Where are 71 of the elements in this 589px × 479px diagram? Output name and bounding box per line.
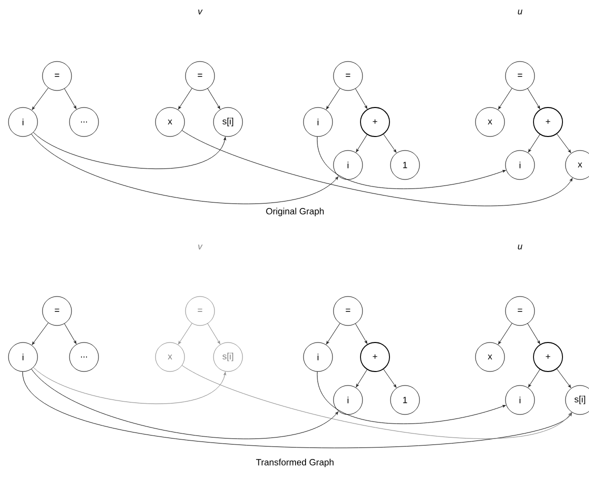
arrow: [355, 88, 368, 109]
tree-node: 1: [390, 385, 420, 415]
tree-node: ...: [69, 107, 99, 137]
tree-node: +: [360, 107, 390, 137]
tree-node: =: [185, 296, 215, 326]
arrow: [31, 368, 338, 440]
tree-node: i: [333, 385, 363, 415]
arrow: [527, 323, 540, 344]
arrow: [33, 132, 226, 170]
tree-node: i: [8, 107, 38, 137]
tree-node: =: [42, 296, 72, 326]
graph-caption: Transformed Graph: [254, 458, 336, 468]
tree-node: s[i]: [213, 107, 243, 137]
tree-node: ...: [69, 342, 99, 372]
arrow: [317, 371, 506, 424]
arrow: [383, 369, 396, 388]
tree-node: i: [303, 107, 333, 137]
arrow: [182, 365, 572, 439]
arrow: [498, 88, 512, 110]
arrow: [31, 134, 338, 204]
arrow: [207, 88, 220, 110]
arrow: [556, 134, 572, 153]
tree-node: s[i]: [213, 342, 243, 372]
arrow: [32, 88, 48, 110]
variable-label: u: [516, 8, 524, 16]
arrow: [356, 369, 368, 388]
tree-node: x: [565, 150, 589, 180]
arrow: [326, 323, 340, 344]
tree-node: =: [185, 61, 215, 91]
graph-caption: Original Graph: [264, 206, 326, 218]
arrow: [556, 368, 572, 388]
arrow: [527, 88, 540, 109]
arrow: [178, 323, 192, 344]
tree-node: s[i]: [565, 385, 589, 415]
tree-node: i: [505, 385, 535, 415]
tree-node: i: [303, 342, 333, 372]
tree-node: 1: [390, 150, 420, 180]
tree-node: =: [333, 296, 363, 326]
arrow: [33, 367, 226, 404]
tree-node: +: [533, 342, 563, 372]
tree-node: i: [505, 150, 535, 180]
arrow: [383, 134, 396, 153]
variable-label: v: [196, 8, 204, 16]
tree-node: =: [333, 61, 363, 91]
arrow: [182, 130, 573, 206]
tree-node: x: [475, 107, 505, 137]
tree-node: =: [505, 296, 535, 326]
arrow: [528, 134, 540, 152]
tree-node: x: [155, 107, 185, 137]
arrow: [64, 88, 76, 109]
arrow: [178, 88, 192, 110]
tree-node: +: [360, 342, 390, 372]
arrow: [326, 88, 340, 110]
arrow: [32, 322, 48, 345]
variable-label: u: [516, 244, 524, 250]
tree-node: x: [475, 342, 505, 372]
tree-node: =: [505, 61, 535, 91]
arrow: [355, 323, 368, 344]
arrow: [356, 134, 368, 152]
arrow: [64, 323, 76, 344]
arrow: [498, 323, 512, 344]
tree-node: x: [155, 342, 185, 372]
tree-node: i: [333, 150, 363, 180]
arrow: [207, 323, 220, 344]
arrow: [317, 136, 506, 190]
arrow: [528, 369, 540, 388]
tree-node: =: [42, 61, 72, 91]
arrow: [22, 371, 572, 448]
variable-label: v: [196, 244, 204, 250]
tree-node: +: [533, 107, 563, 137]
tree-node: i: [8, 342, 38, 372]
